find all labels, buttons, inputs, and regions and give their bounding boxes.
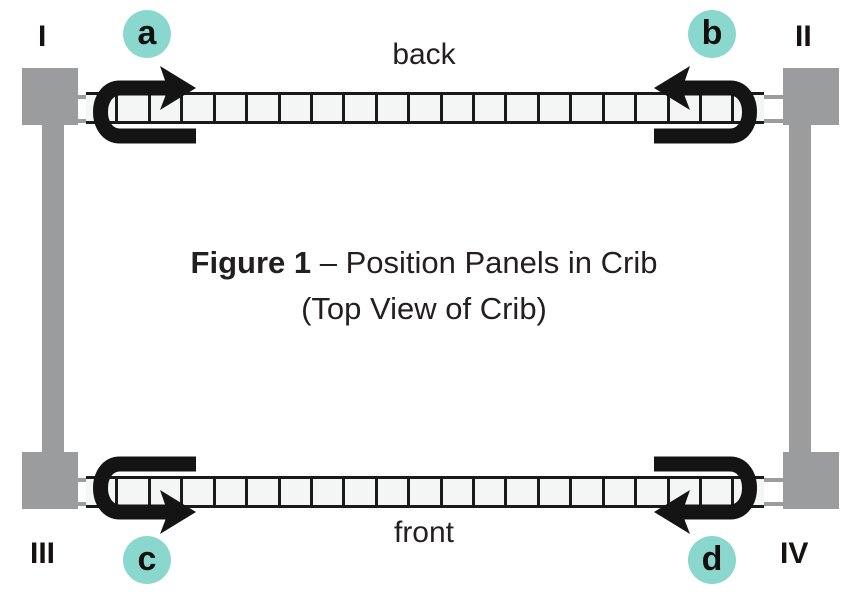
panel-segment [248, 479, 281, 505]
crib-rail-top-left-stub2 [64, 119, 104, 123]
panel-segment [312, 479, 346, 505]
panel-segment [442, 95, 476, 121]
panel-segment [539, 479, 573, 505]
panel-segment [572, 95, 605, 121]
panel-segment [475, 95, 508, 121]
label-front: front [393, 516, 455, 549]
arrow-loop-d [654, 456, 757, 534]
crib-rail-bottom-right-stub [748, 478, 793, 482]
corner-label-iv: IV [780, 537, 809, 570]
panel-segment [345, 95, 378, 121]
panel-segment [507, 95, 540, 121]
figure-caption-title: – Position Panels in Crib [311, 245, 658, 280]
corner-post-iii [22, 452, 78, 509]
figure-caption-number: Figure 1 [190, 245, 312, 280]
panel-segment [475, 479, 508, 505]
panel-segment [442, 479, 476, 505]
panel-segment [377, 95, 411, 121]
figure-caption-line1: Figure 1 – Position Panels in Crib [0, 243, 848, 283]
panel-segment [280, 95, 313, 121]
arrow-loop-a [93, 66, 196, 144]
arrow-loop-b [654, 66, 757, 144]
panel-segment [118, 479, 151, 505]
panel-segment [604, 95, 638, 121]
panel-segment [183, 95, 216, 121]
panel-segment [312, 95, 346, 121]
corner-post-i [22, 68, 78, 125]
corner-label-ii: II [795, 20, 812, 53]
badge-a: a [123, 10, 171, 58]
badge-d: d [688, 536, 736, 584]
panel-segment [410, 95, 443, 121]
panel-segment [118, 95, 151, 121]
panel-segment [410, 479, 443, 505]
panel-segment [280, 479, 313, 505]
panel-segment [637, 95, 670, 121]
panel-segment [215, 95, 249, 121]
panel-segment [377, 479, 411, 505]
panel-segment [604, 479, 638, 505]
crib-rail-bottom-left-stub [64, 478, 104, 482]
badge-b: b [688, 10, 736, 58]
panel-segment [572, 479, 605, 505]
crib-rail-top-right-stub [748, 95, 793, 99]
panel-segment [215, 479, 249, 505]
crib-rail-top-right-stub2 [748, 119, 793, 123]
corner-label-iii: III [30, 537, 56, 570]
panel-segment [702, 479, 735, 505]
crib-rail-right [789, 110, 811, 500]
corner-post-iv [783, 452, 839, 509]
panel-segment [637, 479, 670, 505]
figure-caption: Figure 1 – Position Panels in Crib (Top … [0, 243, 848, 328]
badge-c: c [123, 536, 171, 584]
arrow-loop-c [93, 456, 196, 534]
panel-segment [702, 95, 735, 121]
panel-segment [345, 479, 378, 505]
label-back: back [392, 38, 456, 71]
corner-label-i: I [38, 20, 47, 53]
figure-caption-line2: (Top View of Crib) [301, 290, 547, 326]
corner-post-ii [783, 68, 839, 125]
crib-rail-top-left-stub [64, 95, 104, 99]
panel-segment [248, 95, 281, 121]
crib-rail-bottom-left-stub2 [64, 502, 104, 506]
panel-segment [183, 479, 216, 505]
panel-strip-front [86, 476, 764, 508]
crib-rail-left [42, 110, 64, 500]
crib-rail-bottom-right-stub2 [748, 502, 793, 506]
panel-segment [507, 479, 540, 505]
panel-segment [539, 95, 573, 121]
